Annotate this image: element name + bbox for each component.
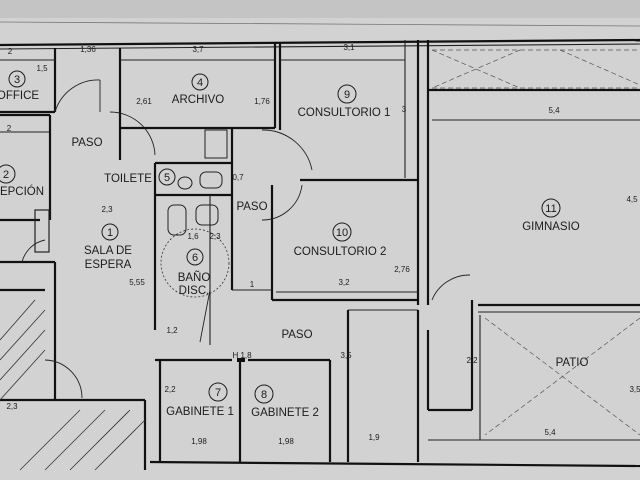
room-number: 8 [261, 389, 267, 401]
room-name: SALA DE [84, 245, 132, 257]
room-name: TOILETE [104, 173, 152, 185]
room-number-circle [541, 198, 561, 218]
toilet-bowl-icon [177, 176, 193, 190]
room-name: ARCHIVO [172, 94, 224, 106]
disabled-toilet-icon [167, 204, 187, 236]
dimension-label: 1,36 [80, 45, 96, 54]
label-paso1: PASO [71, 137, 102, 149]
dimension-label: 1,9 [368, 433, 380, 442]
dimension-label: 3,5 [629, 385, 640, 394]
wheelchair-turning-circle [160, 228, 230, 298]
sink-icon [204, 129, 228, 159]
room-name: DISC. [179, 285, 210, 297]
room-number-circle [101, 223, 119, 241]
dimension-label: 5,4 [548, 106, 560, 115]
dimension-label: 3,1 [343, 43, 355, 52]
disabled-sink-icon [195, 204, 219, 226]
room-number-circle [337, 84, 357, 104]
paper-fold-line [0, 21, 640, 27]
room-toilete: 5 TOILETE [104, 168, 176, 186]
walls [0, 38, 640, 470]
dimension-label: 3,2 [338, 278, 350, 287]
room-name: GABINETE 2 [251, 407, 319, 419]
room-number: 7 [215, 387, 221, 399]
room-number-circle [191, 73, 209, 91]
room-number-circle [158, 168, 176, 186]
dimension-label: 2 [7, 124, 12, 133]
dimension-label: 1,5 [36, 64, 48, 73]
dimension-labels: 2 1,36 1,5 3,7 3,1 2,61 1,76 3 5,4 2 0,7 2,3 4,5 1,6 2… [6, 43, 640, 446]
other-labels: PASO PASO PASO PATIO H 1,8 [71, 137, 588, 369]
room-number-circle [8, 70, 26, 88]
dimension-label: 2,2 [164, 385, 176, 394]
room-number: 4 [197, 77, 203, 89]
dimension-label: 0,7 [232, 173, 244, 182]
label-h18: H 1,8 [232, 351, 252, 360]
room-name: CONSULTORIO 1 [298, 107, 391, 119]
room-number: 2 [3, 169, 9, 181]
dimension-label: 1,76 [254, 97, 270, 106]
label-patio: PATIO [556, 357, 589, 369]
room-number: 11 [545, 203, 556, 215]
room-name: OFFICE [0, 90, 39, 102]
room-number: 9 [344, 89, 350, 101]
dimension-label: 1 [250, 280, 255, 289]
dimension-label: 2,61 [136, 97, 152, 106]
dimension-label: 1,98 [278, 437, 294, 446]
door-swings [21, 79, 471, 399]
reception-desk [34, 209, 50, 253]
washbasin-icon [199, 171, 223, 189]
room-name: EPCIÓN [0, 185, 44, 198]
patio-crosses [431, 49, 640, 436]
room-name: ESPERA [85, 259, 132, 271]
dimension-label: 2,76 [394, 265, 410, 274]
dimension-label: 1,98 [191, 437, 207, 446]
dimension-label: 3 [402, 105, 407, 114]
fixtures [34, 129, 245, 362]
dimension-label: 2 [8, 47, 13, 56]
room-number-circle [332, 222, 352, 242]
room-number-circle [0, 164, 16, 184]
room-number-circle [186, 248, 204, 266]
label-paso3: PASO [281, 329, 312, 341]
dimension-label: 5,55 [129, 278, 145, 287]
dimension-label: 2,2 [466, 356, 478, 365]
dimension-label: 4,5 [626, 195, 638, 204]
hatched-areas [0, 299, 146, 471]
dimension-label: 2,3 [6, 402, 18, 411]
paper-top-shade [0, 0, 640, 18]
room-name: BAÑO [178, 271, 211, 284]
room-name: GABINETE 1 [166, 406, 234, 418]
room-number: 1 [107, 227, 113, 239]
dimension-label: 1,2 [166, 326, 178, 335]
room-number: 6 [192, 252, 198, 264]
room-number-circle [254, 384, 274, 404]
room-number: 3 [14, 74, 20, 86]
dimension-label: 1,6 [187, 232, 199, 241]
dimension-label: 2,3 [209, 232, 221, 241]
room-name: CONSULTORIO 2 [294, 246, 387, 258]
dimension-label: 3,7 [192, 45, 204, 54]
dimension-label: 2,3 [101, 205, 113, 214]
room-number: 5 [164, 172, 170, 184]
label-paso2: PASO [236, 201, 267, 213]
dimension-label: 3,5 [340, 351, 352, 360]
room-number-circle [208, 382, 228, 402]
room-name: GIMNASIO [522, 221, 580, 233]
room-number: 10 [336, 227, 348, 239]
dimension-label: 5,4 [544, 428, 556, 437]
